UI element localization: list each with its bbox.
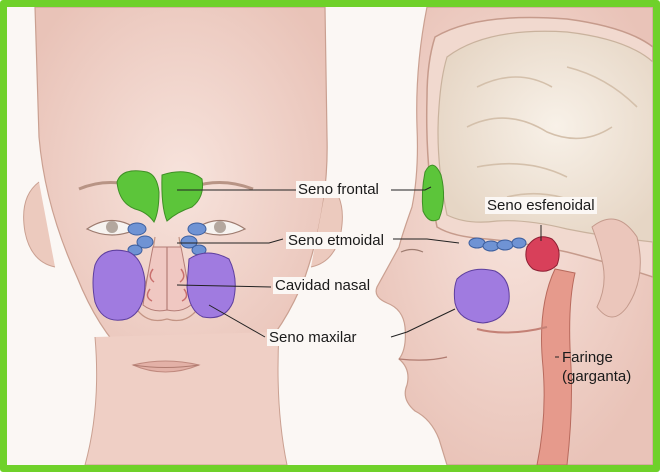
label-seno-etmoidal: Seno etmoidal [286, 232, 386, 249]
label-faringe: Faringe [560, 349, 615, 366]
side-maxillary-sinus [454, 269, 509, 323]
label-garganta: (garganta) [560, 368, 633, 385]
label-cavidad-nasal: Cavidad nasal [273, 277, 372, 294]
label-seno-esfenoidal: Seno esfenoidal [485, 197, 597, 214]
label-seno-maxilar: Seno maxilar [267, 329, 359, 346]
side-head [376, 7, 653, 465]
label-seno-frontal: Seno frontal [296, 181, 381, 198]
side-sphenoid-sinus [526, 237, 559, 271]
side-frontal-sinus [422, 165, 443, 221]
